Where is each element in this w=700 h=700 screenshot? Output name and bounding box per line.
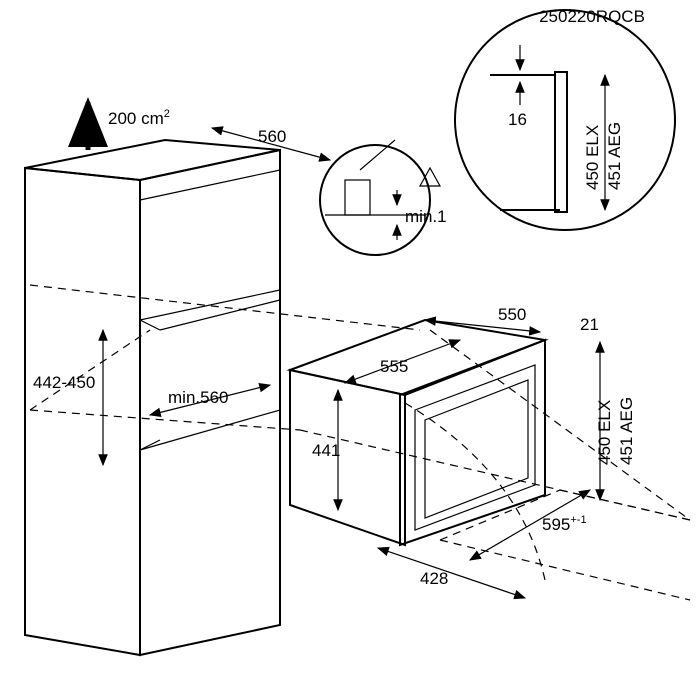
front-thickness-label: 21 <box>580 315 599 334</box>
oven-height-aeg: 451 AEG <box>617 397 636 465</box>
cabinet-depth-label: 560 <box>258 127 286 146</box>
dimension-lines <box>68 97 605 600</box>
detail-height <box>454 9 676 231</box>
oven-width-label: 555 <box>380 357 408 376</box>
niche-guides <box>29 284 691 601</box>
niche-depth-label: min.560 <box>168 388 228 407</box>
cabinet <box>24 138 281 657</box>
drawing-code: 250220RQCB <box>539 7 645 26</box>
oven-height-elx: 450 ELX <box>595 400 614 465</box>
oven-depth-label: 550 <box>498 305 526 324</box>
gap-label: 16 <box>508 110 527 129</box>
oven <box>286 318 549 547</box>
detail-height-elx: 450 ELX <box>583 125 602 190</box>
oven-height-label: 441 <box>312 441 340 460</box>
niche-height-label: 442-450 <box>33 373 95 392</box>
detail-clearance <box>319 139 442 256</box>
min-clearance-label: min.1 <box>405 207 447 226</box>
door-swing-label: 428 <box>420 569 448 588</box>
door-width-label: 595+-1 <box>542 514 587 534</box>
ventilation-label: 200 cm2 <box>108 108 170 128</box>
detail-height-aeg: 451 AEG <box>605 122 624 190</box>
